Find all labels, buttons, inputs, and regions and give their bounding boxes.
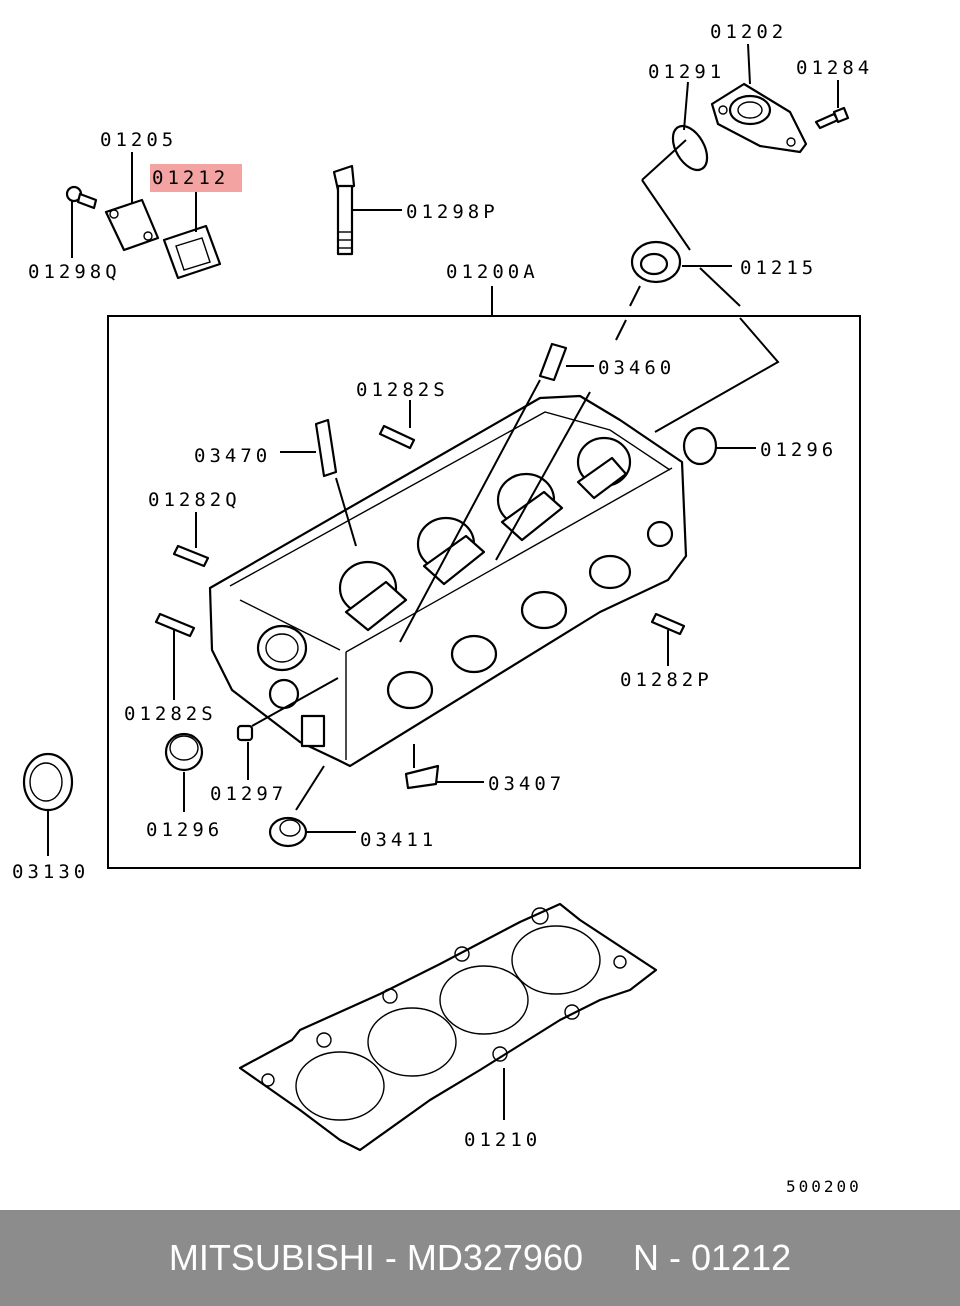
label-01296-left: 01296	[146, 819, 223, 841]
label-01282s-top: 01282S	[356, 379, 449, 401]
diagram-code: 500200	[786, 1177, 862, 1196]
part-03411-seal	[268, 816, 308, 848]
cylinder-head-assembly-frame	[107, 315, 861, 869]
label-01296-right: 01296	[760, 439, 837, 461]
label-01297: 01297	[210, 783, 287, 805]
part-01282p-stud	[650, 612, 686, 636]
label-01202: 01202	[710, 21, 787, 43]
cylinder-head-body	[208, 394, 688, 768]
label-01298p: 01298P	[406, 201, 499, 223]
part-01282q-stud	[172, 544, 210, 568]
label-01210: 01210	[464, 1129, 541, 1151]
part-01205-cover	[104, 198, 160, 252]
part-01282s-stud-left	[154, 612, 196, 638]
label-01200a: 01200A	[446, 261, 539, 283]
parts-diagram: 01202 01291 01284 01205 01212 01298P 012…	[12, 21, 873, 1196]
footer-part-text: MITSUBISHI - MD327960 N - 01212	[168, 1237, 792, 1278]
part-01298p-bolt	[332, 164, 356, 256]
part-01202-flange	[710, 82, 808, 154]
part-03470-pin	[314, 418, 338, 478]
label-01284: 01284	[796, 57, 873, 79]
label-01282s-left: 01282S	[124, 703, 217, 725]
part-01291-o-ring	[671, 124, 709, 172]
label-01298q: 01298Q	[28, 261, 121, 283]
label-01215: 01215	[740, 257, 817, 279]
part-01212-gasket	[162, 224, 222, 280]
part-01296-plug-left	[164, 732, 204, 772]
label-03411: 03411	[360, 829, 437, 851]
part-03130-oil-seal	[22, 752, 74, 812]
label-03407: 03407	[488, 773, 565, 795]
part-03460-guide	[538, 342, 568, 382]
label-03130: 03130	[12, 861, 89, 883]
part-01210-head-gasket	[238, 902, 658, 1152]
label-01282q: 01282Q	[148, 489, 241, 511]
highlight-01212	[150, 164, 242, 192]
part-01282s-stud-top	[378, 424, 416, 450]
label-01291: 01291	[648, 61, 725, 83]
label-03470: 03470	[194, 445, 271, 467]
part-01296-plug-right	[682, 426, 718, 466]
label-01205: 01205	[100, 129, 177, 151]
label-03460: 03460	[598, 357, 675, 379]
part-01297-dowel	[236, 724, 254, 742]
part-03407-insert	[404, 764, 440, 790]
label-01212: 01212	[152, 167, 229, 189]
footer-bar: MITSUBISHI - MD327960 N - 01212	[0, 1210, 960, 1306]
part-01284-bolt	[814, 106, 850, 130]
part-01215-oil-seal	[630, 240, 682, 284]
part-01298q-bolt	[65, 185, 98, 210]
label-01282p: 01282P	[620, 669, 713, 691]
